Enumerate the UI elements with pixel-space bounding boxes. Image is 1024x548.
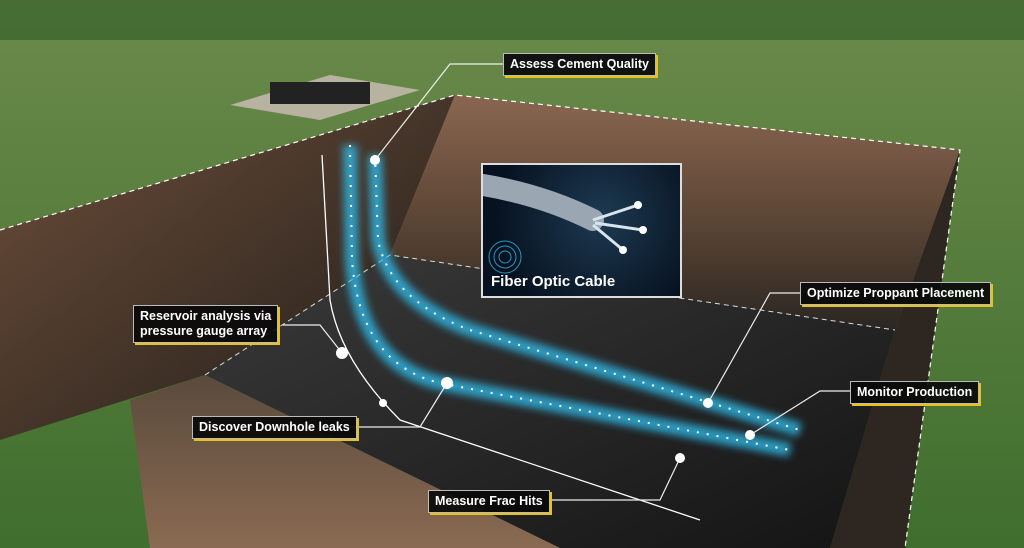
fiber-wells [321,144,801,521]
label-optimize-proppant-placement: Optimize Proppant Placement [800,282,992,305]
pit-edge [0,94,961,548]
reservoir-line-2: pressure gauge array [140,324,268,338]
label-measure-frac-hits: Measure Frac Hits [428,490,550,513]
left-wall [0,95,455,440]
reservoir-line-1: Reservoir analysis via [140,309,272,323]
label-discover-downhole-leaks: Discover Downhole leaks [192,416,357,439]
sensor-markers [336,155,755,463]
well-2 [374,154,801,431]
facility [270,82,370,104]
right-wall [830,150,960,548]
label-monitor-production: Monitor Production [850,381,980,404]
fiber-optic-caption: Fiber Optic Cable [491,273,616,290]
label-assess-cement-quality: Assess Cement Quality [503,53,656,76]
fiber-optic-inset: Fiber Optic Cable [481,163,682,298]
distant-trees [0,0,1024,40]
label-reservoir-analysis: Reservoir analysis via pressure gauge ar… [133,305,279,343]
fiber-optic-cable-illustration [483,174,647,274]
well-1 [349,144,791,451]
callout-lines [283,63,850,501]
wireline [321,154,701,521]
